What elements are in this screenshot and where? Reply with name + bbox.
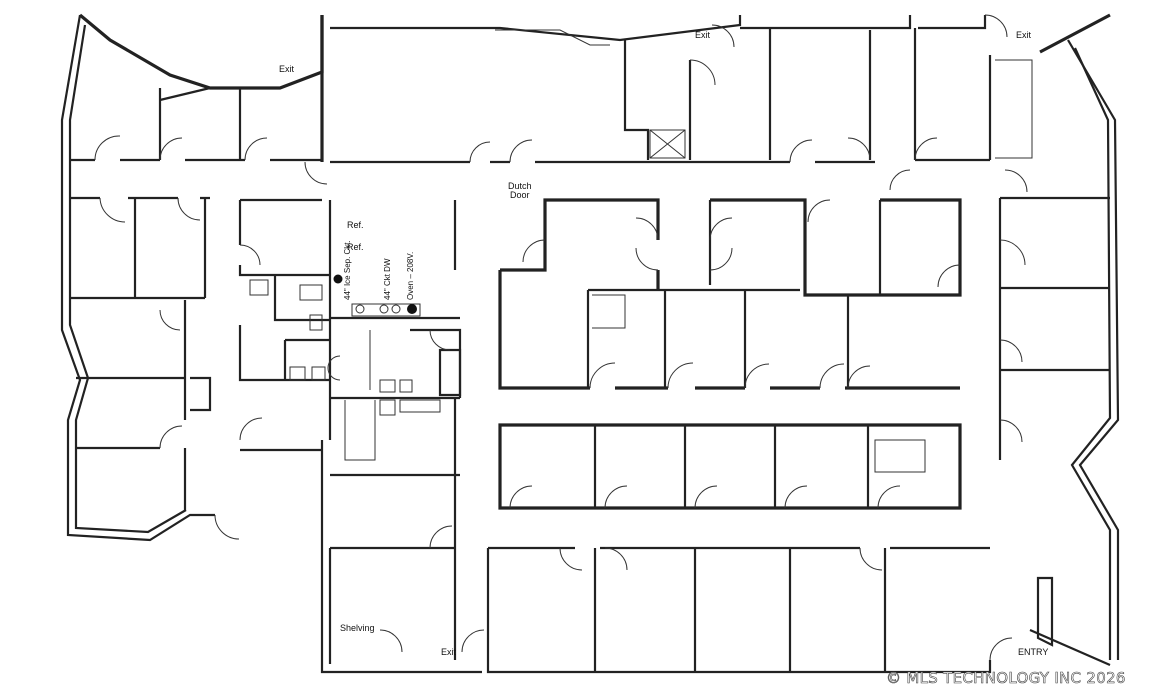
- dw-circuit-label: 44" Ckt DW: [383, 258, 392, 300]
- right-wing-rooms: [711, 14, 1110, 661]
- oven-label: Oven – 208V.: [406, 252, 415, 300]
- room-labels: Exit Exit Exit Exit ENTRY Dutch Door Ref…: [279, 30, 1048, 657]
- exterior-walls: [60, 13, 1120, 674]
- ice-circuit-label: 44" Ice Sep. Ckt.: [343, 240, 352, 300]
- exit-label-top-middle: Exit: [695, 30, 711, 40]
- dutch-door-label-line1: Dutch: [508, 181, 532, 191]
- exit-label-bottom: Exit: [441, 647, 457, 657]
- office-block: [461, 198, 990, 672]
- center-core: [238, 28, 875, 660]
- ref-label-1: Ref.: [347, 220, 364, 230]
- left-wing-rooms: [70, 86, 322, 540]
- mls-watermark: © MLS TECHNOLOGY INC 2026: [886, 669, 1126, 687]
- exit-label-top-left: Exit: [279, 64, 295, 74]
- shelving-label: Shelving: [340, 623, 375, 633]
- ref-label-2: Ref.: [347, 242, 364, 252]
- dutch-door-label-line2: Door: [510, 190, 530, 200]
- exit-label-top-right: Exit: [1016, 30, 1032, 40]
- entry-label: ENTRY: [1018, 647, 1048, 657]
